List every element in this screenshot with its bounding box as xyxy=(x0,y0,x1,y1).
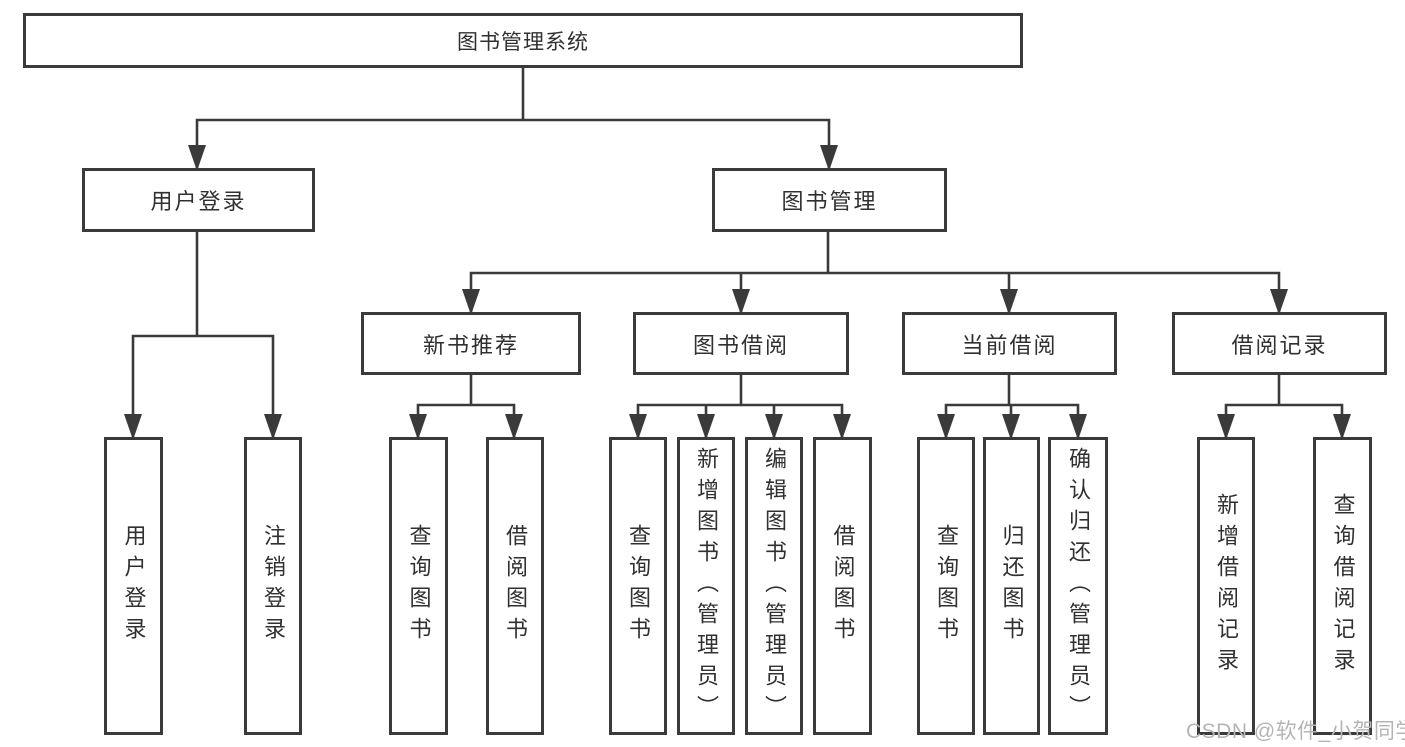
arrowhead-icons xyxy=(124,145,1351,440)
leaf-edit-books-admin: 编辑图书（管理员） xyxy=(745,437,803,735)
node-library-system-label: 图书管理系统 xyxy=(457,30,589,54)
leaf-confirm-return-admin-label: 确认归还（管理员） xyxy=(1066,446,1091,726)
leaf-borrow-books-borrowing: 借阅图书 xyxy=(813,437,872,735)
leaf-query-books-recommend-label: 查询图书 xyxy=(406,524,432,648)
leaf-add-books-admin: 新增图书（管理员） xyxy=(677,437,735,735)
node-borrowing-records-label: 借阅记录 xyxy=(1231,332,1328,358)
leaf-borrow-books-borrowing-label: 借阅图书 xyxy=(830,524,856,648)
node-user-login-label: 用户登录 xyxy=(150,189,247,214)
leaf-logout-label: 注销登录 xyxy=(261,524,286,648)
node-borrowing-records: 借阅记录 xyxy=(1172,312,1387,375)
leaf-add-borrow-record: 新增借阅记录 xyxy=(1197,437,1255,735)
leaf-borrow-books-recommend: 借阅图书 xyxy=(486,437,544,735)
leaf-query-borrow-record-label: 查询借阅记录 xyxy=(1330,493,1356,679)
leaf-return-books-label: 归还图书 xyxy=(999,524,1025,648)
csdn-watermark: CSDN @软件_小贺同学 xyxy=(1186,720,1405,743)
node-library-system: 图书管理系统 xyxy=(23,13,1023,68)
node-new-book-recommendation-label: 新书推荐 xyxy=(422,332,519,358)
leaf-query-books-current: 查询图书 xyxy=(917,437,975,735)
leaf-edit-books-admin-label: 编辑图书（管理员） xyxy=(762,446,787,726)
node-book-borrowing: 图书借阅 xyxy=(633,312,849,375)
leaf-query-borrow-record: 查询借阅记录 xyxy=(1313,437,1372,735)
leaf-confirm-return-admin: 确认归还（管理员） xyxy=(1048,437,1108,735)
leaf-add-books-admin-label: 新增图书（管理员） xyxy=(694,446,719,726)
node-new-book-recommendation: 新书推荐 xyxy=(361,312,581,375)
node-user-login: 用户登录 xyxy=(82,168,315,232)
leaf-logout: 注销登录 xyxy=(244,437,302,735)
leaf-user-login: 用户登录 xyxy=(104,437,163,735)
leaf-query-books-recommend: 查询图书 xyxy=(389,437,448,735)
node-book-borrowing-label: 图书借阅 xyxy=(692,332,789,358)
leaf-query-books-borrowing: 查询图书 xyxy=(609,437,667,735)
node-book-management-label: 图书管理 xyxy=(781,189,878,214)
node-current-borrowing-label: 当前借阅 xyxy=(961,332,1058,358)
leaf-borrow-books-recommend-label: 借阅图书 xyxy=(503,524,528,648)
node-book-management: 图书管理 xyxy=(712,168,947,232)
leaf-return-books: 归还图书 xyxy=(983,437,1040,735)
leaf-add-borrow-record-label: 新增借阅记录 xyxy=(1214,493,1239,679)
node-current-borrowing: 当前借阅 xyxy=(902,312,1117,375)
leaf-query-books-current-label: 查询图书 xyxy=(934,524,959,648)
leaf-query-books-borrowing-label: 查询图书 xyxy=(626,524,651,648)
leaf-user-login-label: 用户登录 xyxy=(121,524,147,648)
